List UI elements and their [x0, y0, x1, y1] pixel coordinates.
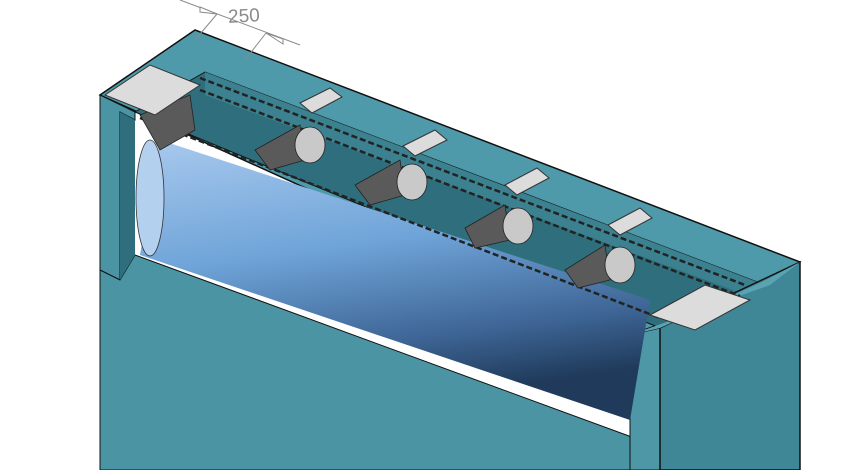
- anchor-plates: [103, 64, 752, 331]
- support-brackets: [139, 94, 636, 289]
- dimension-annotation: [179, 0, 301, 61]
- channel-inner-floor: [120, 112, 135, 280]
- pipe: [135, 139, 650, 420]
- cable-rails: [139, 76, 746, 320]
- dimension-label: 250: [228, 5, 261, 28]
